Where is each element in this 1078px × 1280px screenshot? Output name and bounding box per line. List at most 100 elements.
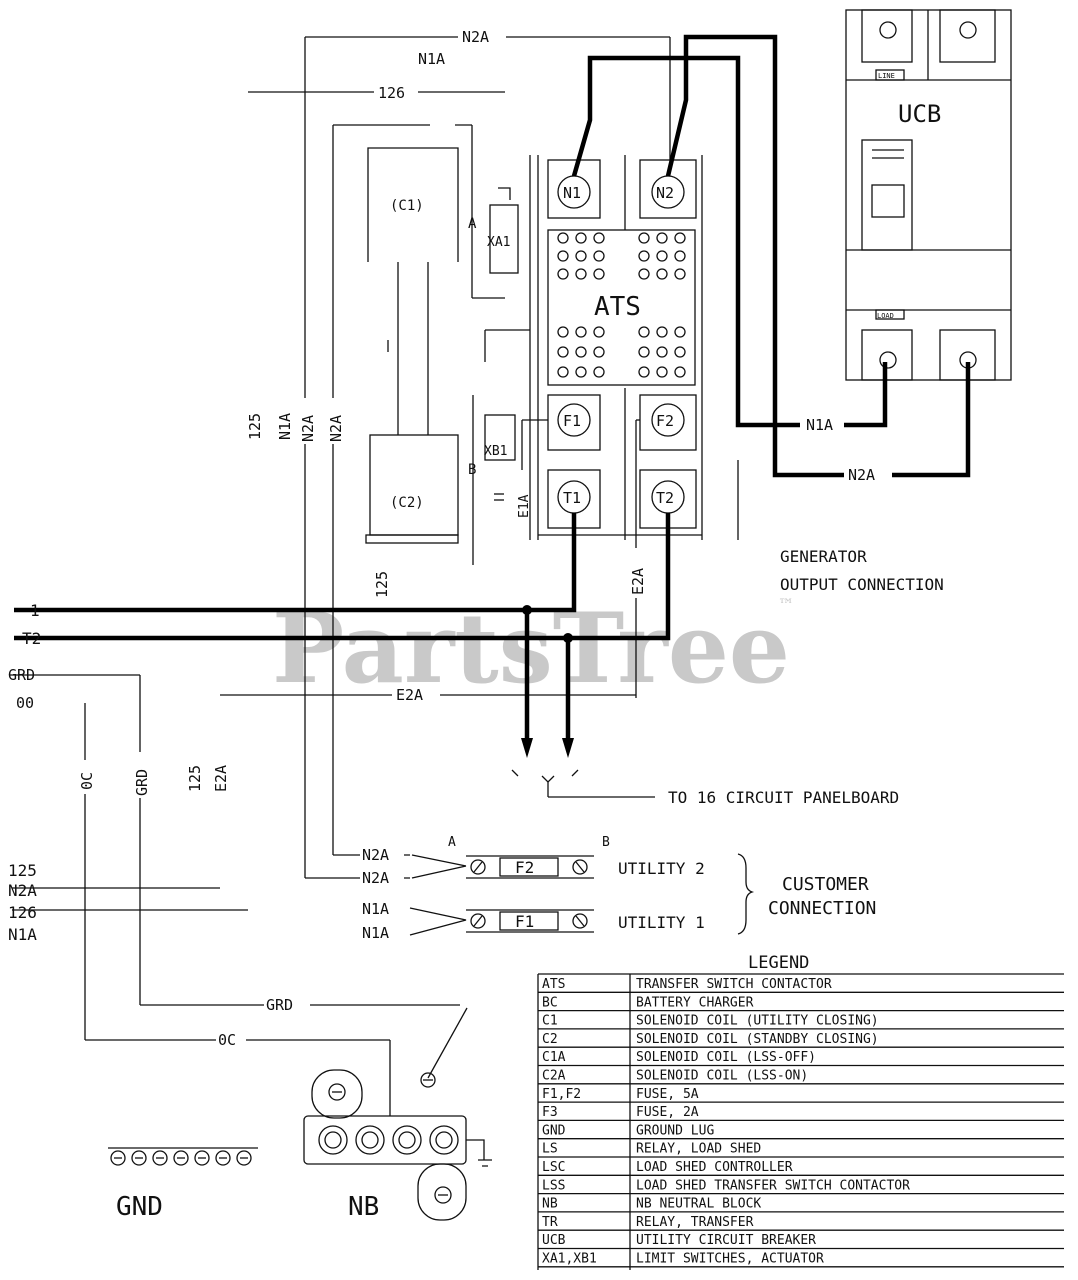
legend-description: LOAD SHED TRANSFER SWITCH CONTACTOR xyxy=(636,1178,910,1193)
ucb-line-label: LINE xyxy=(878,72,895,80)
legend-description: BATTERY CHARGER xyxy=(636,995,754,1010)
legend-description: GROUND LUG xyxy=(636,1123,714,1138)
ats-fuse-f2: F2 xyxy=(656,412,674,430)
ats-contact-dot xyxy=(638,232,650,244)
legend-description: SOLENOID COIL (UTILITY CLOSING) xyxy=(636,1014,879,1029)
ats-contact-dot xyxy=(575,232,587,244)
cust-fuse-f2: F2 xyxy=(515,858,534,877)
ats-contact-dot xyxy=(638,366,650,378)
cust-wire-n2a-1: N2A xyxy=(362,846,389,864)
ucb-title: UCB xyxy=(898,100,941,128)
wire-label-e2a-vert: E2A xyxy=(629,568,647,595)
ats-contact-dot xyxy=(557,268,569,280)
ats-contact-dot xyxy=(638,268,650,280)
ats-contact-dot xyxy=(575,346,587,358)
cust-wire-n2a-2: N2A xyxy=(362,869,389,887)
coils: (C1) (C2) A XA1 XB1 B E1A xyxy=(365,147,532,544)
cust-label-n2a-left: N2A xyxy=(8,881,37,900)
customer-connection: 125 N2A 126 N1A N2A N2A N1A N1A A B F2 F… xyxy=(8,835,876,944)
wire-labels: N2A N1A 126 N1A N2A 125 N1A N2A N2A 125 … xyxy=(8,28,892,798)
ats-contact-dot xyxy=(656,366,668,378)
legend-code: TR xyxy=(542,1215,558,1230)
wire-e1a-label: E1A xyxy=(517,494,532,518)
cust-label-126: 126 xyxy=(8,903,37,922)
limit-switch-xa1-label: XA1 xyxy=(487,235,510,250)
legend-code: LS xyxy=(542,1142,558,1157)
ats-contact-dot xyxy=(674,366,686,378)
legend-code: XA1,XB1 xyxy=(542,1252,597,1267)
wire-label-e2a-horiz: E2A xyxy=(396,686,423,704)
ats-contact-dot xyxy=(593,232,605,244)
legend-description: SOLENOID COIL (STANDBY CLOSING) xyxy=(636,1032,879,1047)
cust-terminal-b: B xyxy=(602,835,610,850)
generator-output-line1: GENERATOR xyxy=(780,547,867,566)
cust-wire-n1a-2: N1A xyxy=(362,924,389,942)
legend-description: RELAY, TRANSFER xyxy=(636,1215,754,1230)
legend-description: SOLENOID COIL (LSS-ON) xyxy=(636,1069,808,1084)
legend-description: FUSE, 5A xyxy=(636,1087,699,1102)
ground-wire-oc-label: 0C xyxy=(218,1031,236,1049)
ats-contact-dot xyxy=(593,346,605,358)
ground-lug-screw xyxy=(131,1150,147,1166)
legend-code: C1 xyxy=(542,1014,558,1029)
panelboard-note: TO 16 CIRCUIT PANELBOARD xyxy=(668,788,899,807)
gnd-label: GND xyxy=(116,1192,163,1222)
ats-contact-dot xyxy=(674,346,686,358)
ats-contact-dot xyxy=(593,250,605,262)
wire-label-n1a-vert: N1A xyxy=(276,413,294,440)
wire-label-grd-left: GRD xyxy=(8,666,35,684)
ats-contact-dot xyxy=(656,268,668,280)
legend-description: NB NEUTRAL BLOCK xyxy=(636,1197,761,1212)
wire-label-n2a-top: N2A xyxy=(462,28,489,46)
legend-code: NB xyxy=(542,1197,558,1212)
ats-contact-dot xyxy=(593,326,605,338)
legend-description: LIMIT SWITCHES, ACTUATOR xyxy=(636,1252,824,1267)
neutral-block: NB GRD 0C xyxy=(216,996,492,1222)
legend-code: LSC xyxy=(542,1160,565,1175)
ats-fuse-f1: F1 xyxy=(563,412,581,430)
ats-contact-dot xyxy=(593,366,605,378)
transfer-switch-contactor: N1 N2 F1 F2 T1 T2 ATS xyxy=(529,155,703,540)
wire-label-125-vert: 125 xyxy=(246,413,264,440)
ats-contact-dot xyxy=(638,346,650,358)
coil-c2-label: (C2) xyxy=(390,495,424,511)
legend-code: F1,F2 xyxy=(542,1087,581,1102)
ats-contact-dot xyxy=(638,326,650,338)
ats-title: ATS xyxy=(594,292,641,322)
ucb-load-label: LOAD xyxy=(877,312,894,320)
generator-output-line2: OUTPUT CONNECTION xyxy=(780,575,944,594)
neutral-block-screw xyxy=(392,1125,422,1155)
ats-contact-dot xyxy=(674,268,686,280)
customer-heading-1: CUSTOMER xyxy=(782,874,869,895)
ground-lug-screw xyxy=(236,1150,252,1166)
legend-description: RELAY, LOAD SHED xyxy=(636,1142,761,1157)
ats-contact-dot xyxy=(674,326,686,338)
legend-code: C2 xyxy=(542,1032,558,1047)
cust-label-125: 125 xyxy=(8,861,37,880)
legend-code: UCB xyxy=(542,1233,566,1248)
ats-terminal-n2: N2 xyxy=(656,184,674,202)
power-conductors xyxy=(14,34,971,758)
wire-label-e2a-side: E2A xyxy=(212,765,230,792)
wire-label-125-lower: 125 xyxy=(373,571,391,598)
ats-contact-dot xyxy=(656,232,668,244)
ground-wire-grd-label: GRD xyxy=(266,996,293,1014)
wire-label-00: 00 xyxy=(16,694,34,712)
wire-label-n2a-vert-outer: N2A xyxy=(299,415,317,442)
wire-label-n1a-top: N1A xyxy=(418,50,445,68)
legend-code: BC xyxy=(542,995,558,1010)
ats-contact-dot xyxy=(674,232,686,244)
wire-label-oc-vert: 0C xyxy=(78,772,96,790)
utility-circuit-breaker: LINE UCB LOAD xyxy=(845,9,1012,381)
legend-code: C1A xyxy=(542,1050,566,1065)
legend-title: LEGEND xyxy=(748,953,809,973)
ats-contact-dot xyxy=(575,250,587,262)
ats-contact-dot xyxy=(557,366,569,378)
wire-label-n1a-ucb: N1A xyxy=(806,416,833,434)
wire-label-line-t2: T2 xyxy=(22,629,41,648)
legend-description: LOAD SHED CONTROLLER xyxy=(636,1160,793,1175)
ats-terminal-n1: N1 xyxy=(563,184,581,202)
ats-contact-dot xyxy=(674,250,686,262)
